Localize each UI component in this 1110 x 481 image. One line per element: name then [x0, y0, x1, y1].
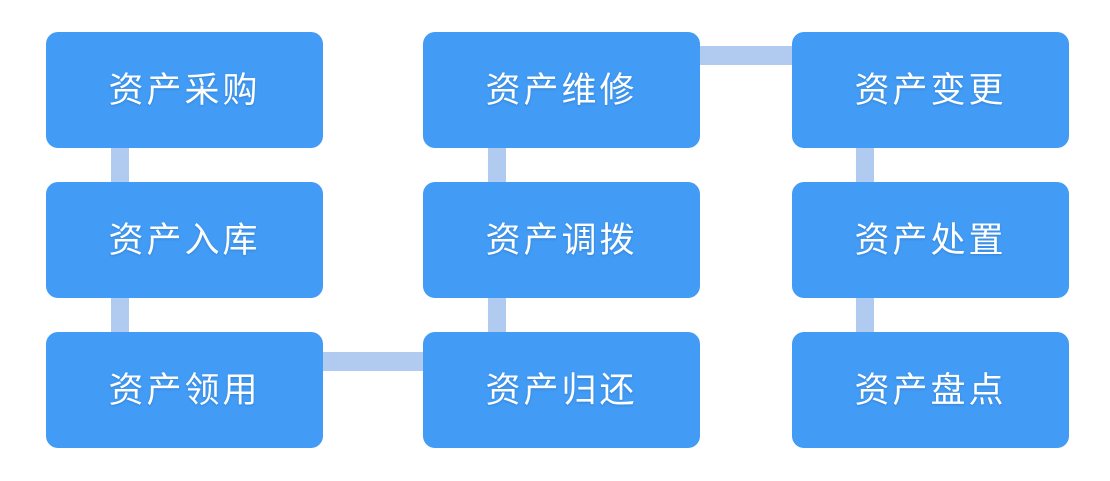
connector-asset-transfer-to-asset-return [488, 297, 506, 333]
node-asset-change[interactable]: 资产变更 [792, 32, 1069, 148]
connector-asset-inbound-to-asset-requisition [111, 297, 129, 333]
connector-asset-disposal-to-asset-inventory [856, 297, 874, 333]
node-asset-inbound-label: 资产入库 [108, 220, 261, 260]
node-asset-return[interactable]: 资产归还 [423, 332, 700, 448]
node-asset-purchase[interactable]: 资产采购 [46, 32, 323, 148]
node-asset-repair-label: 资产维修 [485, 70, 638, 110]
node-asset-inbound[interactable]: 资产入库 [46, 182, 323, 298]
node-asset-purchase-label: 资产采购 [108, 70, 261, 110]
node-asset-transfer-label: 资产调拨 [485, 220, 638, 260]
node-asset-requisition-label: 资产领用 [108, 370, 261, 410]
node-asset-transfer[interactable]: 资产调拨 [423, 182, 700, 298]
node-asset-return-label: 资产归还 [485, 370, 638, 410]
connector-asset-change-to-asset-disposal [856, 147, 874, 183]
node-asset-inventory-label: 资产盘点 [854, 370, 1007, 410]
node-asset-repair[interactable]: 资产维修 [423, 32, 700, 148]
connector-asset-repair-to-asset-change [699, 46, 793, 65]
node-asset-disposal[interactable]: 资产处置 [792, 182, 1069, 298]
node-asset-inventory[interactable]: 资产盘点 [792, 332, 1069, 448]
node-asset-requisition[interactable]: 资产领用 [46, 332, 323, 448]
node-asset-change-label: 资产变更 [854, 70, 1007, 110]
connector-asset-purchase-to-asset-inbound [111, 147, 129, 183]
connector-asset-requisition-to-asset-return [321, 352, 425, 371]
node-asset-disposal-label: 资产处置 [854, 220, 1007, 260]
connector-asset-repair-to-asset-transfer [488, 147, 506, 183]
